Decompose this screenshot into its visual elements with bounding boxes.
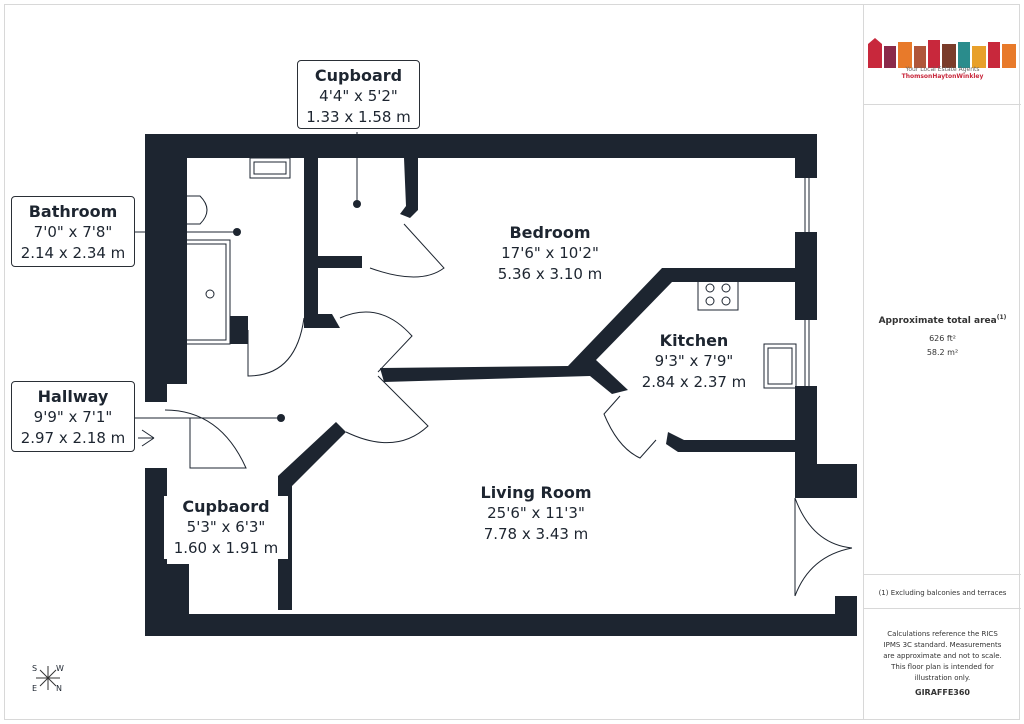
room-label-cupboard-top: Cupboard 4'4" x 5'2" 1.33 x 1.58 m <box>297 60 420 129</box>
kitchen-sink <box>763 343 797 389</box>
estate-agent-logo <box>868 38 1016 68</box>
compass-icon <box>36 666 60 690</box>
room-metric: 5.36 x 3.10 m <box>497 265 603 283</box>
room-imperial: 4'4" x 5'2" <box>319 87 398 105</box>
compass-e: E <box>32 684 38 693</box>
sidebar: Your Local Estate Agents ThomsonHaytonWi… <box>863 4 1021 720</box>
room-label-bathroom: Bathroom 7'0" x 7'8" 2.14 x 2.34 m <box>11 196 135 267</box>
hob <box>697 277 739 311</box>
wall-top <box>145 134 817 158</box>
kitchen-door <box>603 395 657 459</box>
area-note-mark: (1) <box>996 314 1007 321</box>
area-m: 58.2 m² <box>926 348 959 357</box>
giraffe360-logo: GIRAFFE360 <box>915 688 970 697</box>
wall-bottom <box>145 614 857 636</box>
room-label-living-room: Living Room 25'6" x 11'3" 7.78 x 3.43 m <box>456 482 616 545</box>
footnote: (1) Excluding balconies and terraces <box>878 589 1007 597</box>
wall-left-upper <box>145 134 167 402</box>
toilet <box>167 195 208 225</box>
room-label-kitchen: Kitchen 9'3" x 7'9" 2.84 x 2.37 m <box>624 330 764 393</box>
room-imperial: 9'9" x 7'1" <box>33 408 113 426</box>
wall-left-lower <box>145 468 167 636</box>
room-label-hallway: Hallway 9'9" x 7'1" 2.97 x 2.18 m <box>11 381 135 452</box>
living-door <box>345 375 429 444</box>
logo-text: Your Local Estate Agents ThomsonHaytonWi… <box>864 66 1021 80</box>
patio-doors <box>794 497 853 597</box>
room-name: Kitchen <box>659 331 729 350</box>
floor-plan <box>36 132 857 690</box>
room-name: Cupboard <box>314 66 403 85</box>
room-name: Bedroom <box>509 223 591 242</box>
area-ft: 626 ft² <box>929 334 956 343</box>
room-metric: 1.60 x 1.91 m <box>173 539 279 557</box>
page-frame <box>4 4 1020 720</box>
room-metric: 7.78 x 3.43 m <box>483 525 589 543</box>
cupboard-door <box>369 223 445 278</box>
room-metric: 2.14 x 2.34 m <box>20 244 126 262</box>
room-label-cupboard-bottom: Cupbaord 5'3" x 6'3" 1.60 x 1.91 m <box>164 496 288 559</box>
room-imperial: 7'0" x 7'8" <box>33 223 113 241</box>
room-metric: 1.33 x 1.58 m <box>306 108 411 126</box>
compass-n: N <box>56 684 62 693</box>
room-imperial: 17'6" x 10'2" <box>501 244 599 262</box>
area-title: Approximate total area(1) <box>864 314 1021 326</box>
bedroom-door <box>339 311 413 373</box>
room-metric: 2.84 x 2.37 m <box>641 373 747 391</box>
room-name: Cupbaord <box>182 497 270 516</box>
room-name: Living Room <box>480 483 592 502</box>
room-imperial: 9'3" x 7'9" <box>654 352 734 370</box>
front-door <box>164 409 247 469</box>
room-name: Bathroom <box>28 202 118 221</box>
room-metric: 2.97 x 2.18 m <box>20 429 126 447</box>
logo-tagline: Your Local Estate Agents <box>905 66 980 73</box>
compass-s: S <box>32 664 38 673</box>
wall-right-step <box>795 464 857 498</box>
room-imperial: 5'3" x 6'3" <box>186 518 266 536</box>
shower-tray <box>167 239 231 345</box>
disclaimer: Calculations reference the RICS IPMS 3C … <box>883 630 1002 682</box>
logo-brand: ThomsonHaytonWinkley <box>901 73 984 80</box>
room-label-bedroom: Bedroom 17'6" x 10'2" 5.36 x 3.10 m <box>470 222 630 285</box>
room-imperial: 25'6" x 11'3" <box>487 504 585 522</box>
wall-right-top <box>795 134 817 178</box>
room-name: Hallway <box>37 387 109 406</box>
basin <box>249 157 291 179</box>
compass-w: W <box>56 664 64 673</box>
area-title-text: Approximate total area <box>878 316 997 326</box>
wall-right-mid <box>795 386 817 486</box>
bathroom-door <box>247 317 305 377</box>
